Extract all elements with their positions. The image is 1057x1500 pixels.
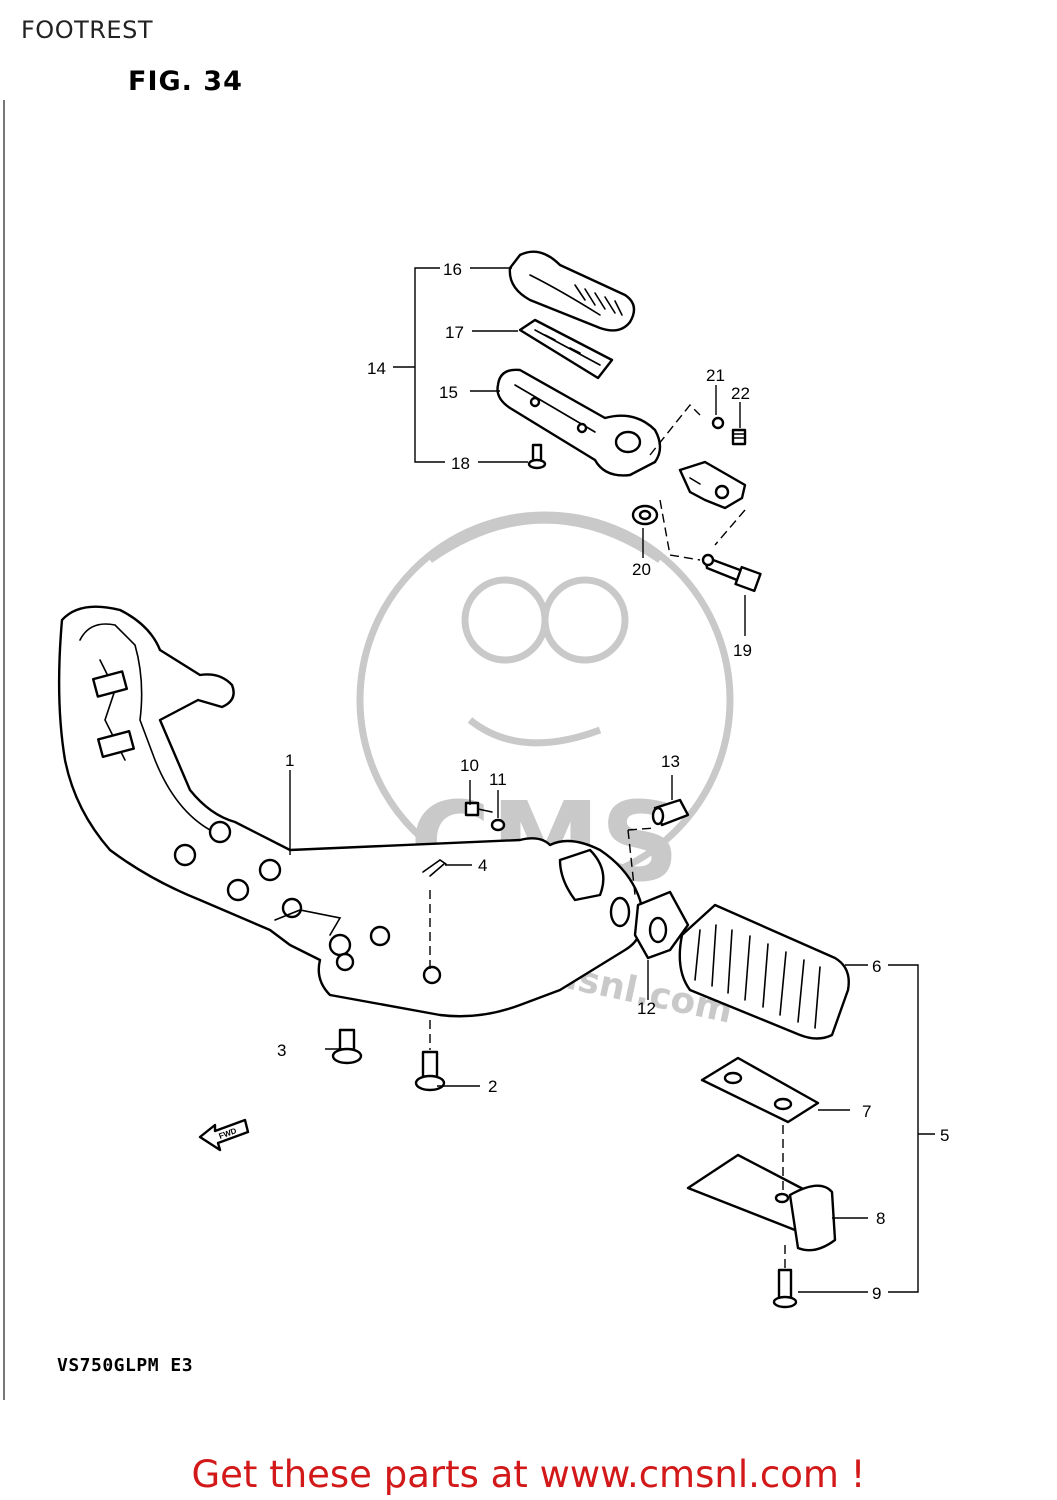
callout-4: 4 <box>478 856 487 875</box>
figure-label: FIG. 34 <box>128 66 243 97</box>
callout-14: 14 <box>367 359 386 378</box>
part-22-spring <box>731 428 747 446</box>
callout-9: 9 <box>872 1284 881 1303</box>
part-4-clip <box>422 859 447 877</box>
callout-17: 17 <box>445 323 464 342</box>
part-7-plate <box>700 1056 820 1124</box>
part-9-screw <box>772 1268 798 1309</box>
callout-10: 10 <box>460 756 479 775</box>
callout-20: 20 <box>632 560 651 579</box>
part-3-bolt <box>331 1028 363 1065</box>
callout-13: 13 <box>661 752 680 771</box>
part-21-ball <box>711 416 725 430</box>
part-6-rubber <box>678 903 850 1040</box>
part-17-plate <box>518 318 614 380</box>
callout-6: 6 <box>872 957 881 976</box>
part-16-rubber <box>508 250 636 332</box>
part-bracket <box>678 460 747 510</box>
callout-labels: 1 2 3 4 5 6 7 8 9 10 11 12 13 14 15 16 1… <box>277 260 949 1303</box>
part-12-plate <box>633 890 690 960</box>
part-10-bolt <box>464 801 493 817</box>
callout-22: 22 <box>731 384 750 403</box>
part-15-footrest-bar <box>496 368 662 477</box>
part-13-collar <box>651 798 690 827</box>
part-18-bolt <box>527 443 547 470</box>
part-19-pivot-bolt <box>701 553 762 593</box>
callout-7: 7 <box>862 1102 871 1121</box>
part-11-washer <box>490 818 506 832</box>
part-20-washer <box>631 504 659 526</box>
fwd-arrow-icon: FWD <box>198 1118 250 1152</box>
part-1-footrest-frame <box>57 605 645 1018</box>
leader-lines <box>289 267 935 1293</box>
page-title: FOOTREST <box>21 16 153 44</box>
callout-18: 18 <box>451 454 470 473</box>
page-border <box>3 100 5 1400</box>
callout-19: 19 <box>733 641 752 660</box>
exploded-parts-diagram: CMS www.cmsnl.com <box>57 250 949 1309</box>
part-8-heel-plate <box>686 1153 837 1252</box>
model-code: VS750GLPM E3 <box>57 1355 194 1376</box>
callout-5: 5 <box>940 1126 949 1145</box>
callout-15: 15 <box>439 383 458 402</box>
callout-3: 3 <box>277 1041 286 1060</box>
part-2-bolt <box>414 1050 446 1092</box>
callout-12: 12 <box>637 999 656 1018</box>
footer-parts-link[interactable]: Get these parts at www.cmsnl.com ! <box>191 1453 866 1496</box>
callout-16: 16 <box>443 260 462 279</box>
callout-11: 11 <box>489 770 507 789</box>
callout-1: 1 <box>285 751 294 770</box>
callout-21: 21 <box>706 366 725 385</box>
callout-8: 8 <box>876 1209 885 1228</box>
callout-2: 2 <box>488 1077 497 1096</box>
